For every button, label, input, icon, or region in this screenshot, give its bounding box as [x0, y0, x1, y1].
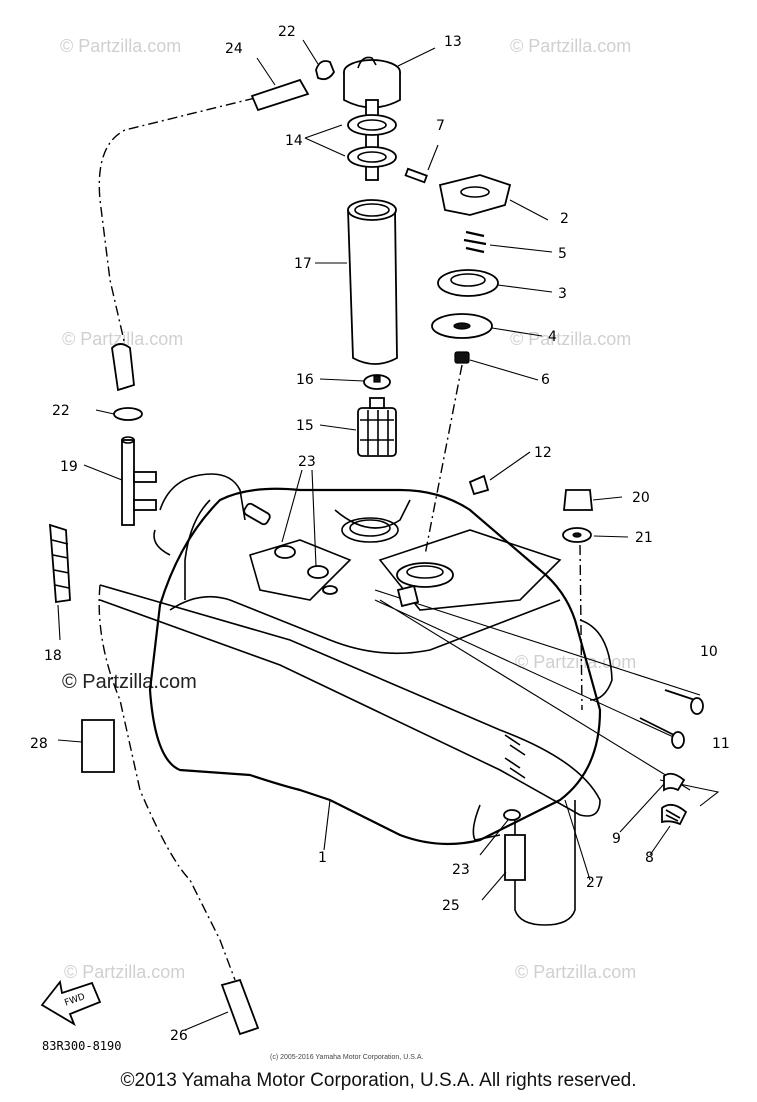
watermark: © Partzilla.com	[62, 329, 183, 349]
callout-15: 15	[296, 418, 314, 434]
watermark: © Partzilla.com	[60, 36, 181, 56]
gasket-14	[347, 114, 397, 168]
bolt-route-line	[579, 544, 583, 711]
hose-route-line	[98, 97, 256, 346]
spring-5	[463, 230, 487, 254]
clip-22-top	[315, 60, 336, 81]
callout-4: 4	[548, 329, 557, 345]
callout-19: 19	[60, 459, 78, 475]
bolt-route-line	[374, 589, 701, 791]
callout-21: 21	[635, 530, 653, 546]
hose-left	[111, 343, 135, 392]
vent-hose	[99, 584, 601, 881]
clamp-16	[363, 374, 391, 390]
callout-11: 11	[712, 736, 730, 752]
clamp-23	[274, 545, 338, 595]
nut-20	[563, 489, 593, 511]
small-copyright: (c) 2005-2016 Yamaha Motor Corporation, …	[270, 1054, 423, 1061]
watermark-group: © Partzilla.com © Partzilla.com © Partzi…	[60, 36, 636, 982]
callout-12: 12	[534, 445, 552, 461]
nut-6	[454, 351, 470, 364]
callout-labels: 1 2 3 4 5 6 7 8 9 10 11 12 13 14 15 16 1…	[30, 24, 730, 1044]
fwd-arrow-icon: FWD	[40, 979, 102, 1027]
callout-18: 18	[44, 648, 62, 664]
watermark: © Partzilla.com	[515, 962, 636, 982]
callout-10: 10	[700, 644, 718, 660]
callout-16: 16	[296, 372, 314, 388]
leader-lines	[57, 39, 671, 1031]
callout-25: 25	[442, 898, 460, 914]
gasket-4	[431, 313, 493, 339]
callout-7: 7	[436, 118, 445, 134]
watermark: © Partzilla.com	[62, 671, 197, 693]
hose-26	[220, 978, 260, 1036]
bolt-11	[639, 717, 685, 749]
copyright-footer: ©2013 Yamaha Motor Corporation, U.S.A. A…	[120, 1070, 637, 1091]
bolt-10	[664, 689, 704, 715]
clip-22-left	[113, 407, 143, 421]
callout-28: 28	[30, 736, 48, 752]
callout-13: 13	[444, 34, 462, 50]
tee-fitting-19	[121, 436, 157, 526]
cap-housing-2	[438, 174, 512, 216]
callout-20: 20	[632, 490, 650, 506]
clip-12	[468, 474, 490, 496]
watermark: © Partzilla.com	[515, 652, 636, 672]
callout-24: 24	[225, 41, 243, 57]
callout-8: 8	[645, 850, 654, 866]
hose-fitting	[243, 502, 271, 526]
callout-22: 22	[52, 403, 70, 419]
clip-9	[663, 772, 686, 792]
filler-pipe-17	[347, 199, 398, 365]
callout-14: 14	[285, 133, 303, 149]
cap-ring-3	[437, 269, 499, 297]
callout-26: 26	[170, 1028, 188, 1044]
hose-24	[250, 78, 310, 112]
hose-route-line	[98, 584, 236, 981]
strap-18	[48, 523, 71, 604]
callout-6: 6	[541, 372, 550, 388]
pin-7	[404, 167, 428, 184]
watermark: © Partzilla.com	[64, 962, 185, 982]
callout-2: 2	[560, 211, 569, 227]
callout-9: 9	[612, 831, 621, 847]
callout-3: 3	[558, 286, 567, 302]
callout-1: 1	[318, 850, 327, 866]
callout-17: 17	[294, 256, 312, 272]
fuel-filter-15	[357, 397, 397, 457]
cap-neck	[396, 562, 454, 608]
pad-28	[81, 719, 115, 773]
hose-25	[503, 809, 526, 881]
drawing-code: 83R300-8190	[42, 1039, 121, 1053]
washer-21	[562, 527, 592, 543]
watermark: © Partzilla.com	[510, 36, 631, 56]
clip-8	[661, 803, 688, 826]
callout-22: 22	[278, 24, 296, 40]
callout-5: 5	[558, 246, 567, 262]
watermark: © Partzilla.com	[510, 329, 631, 349]
callout-23: 23	[298, 454, 316, 470]
callout-23: 23	[452, 862, 470, 878]
callout-27: 27	[586, 875, 604, 891]
cap-route-line	[424, 364, 463, 556]
